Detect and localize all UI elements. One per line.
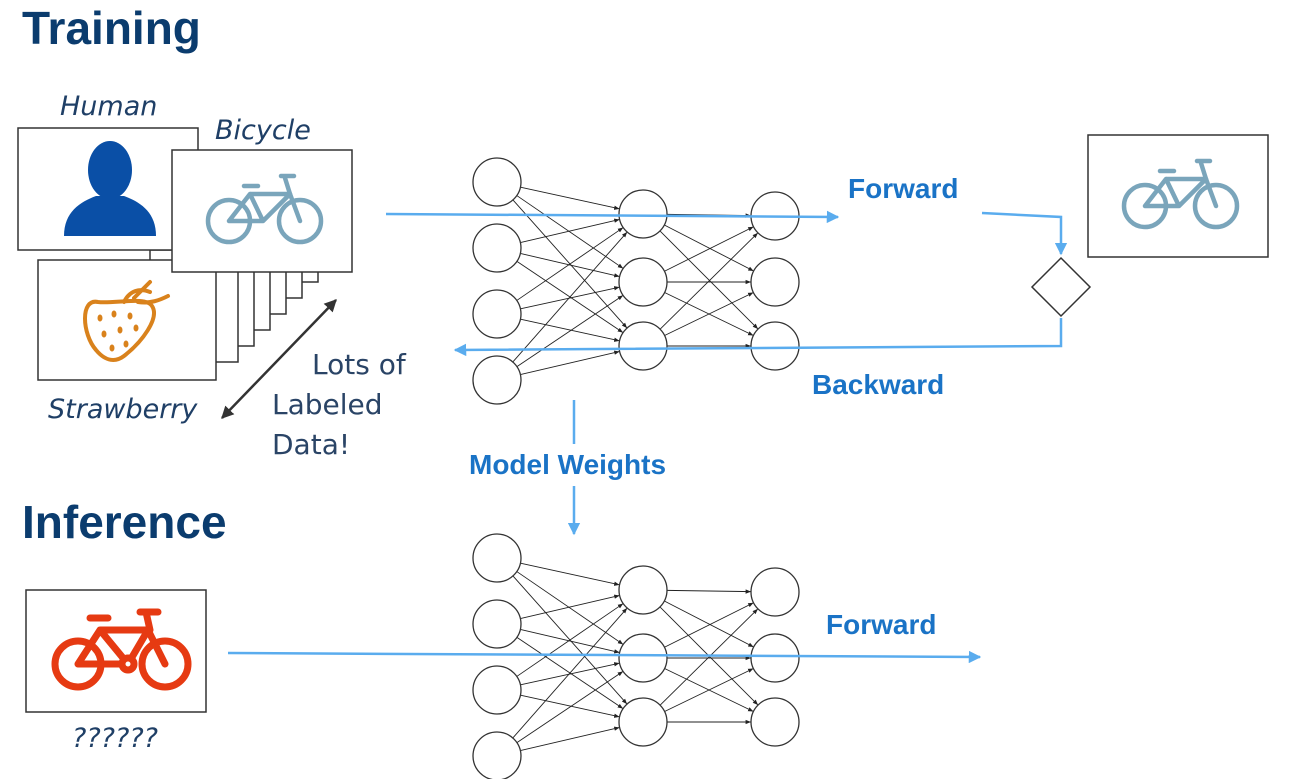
training-backward-label: Backward — [812, 369, 944, 400]
output-card — [1087, 134, 1269, 258]
network-edge — [664, 224, 754, 272]
network-edge — [520, 594, 620, 619]
network-edge — [520, 629, 620, 654]
person-silhouette-icon — [64, 141, 156, 236]
data-note-line-1: Lots of — [312, 348, 407, 381]
network-node — [472, 289, 522, 339]
network-edge — [520, 253, 620, 278]
training-title: Training — [22, 2, 201, 54]
network-node — [618, 189, 668, 239]
inference-unknown-caption: ?????? — [72, 723, 158, 754]
network-edge — [659, 230, 759, 330]
network-edge — [516, 227, 624, 301]
training-forward-arrow — [385, 210, 840, 224]
network-node — [750, 257, 800, 307]
network-edge — [664, 668, 754, 712]
network-edge — [520, 318, 620, 342]
network-edge — [664, 600, 754, 648]
network-edge — [512, 231, 628, 363]
bicycle-card — [171, 149, 353, 273]
strawberry-icon — [83, 280, 170, 362]
network-node — [472, 665, 522, 715]
caption-strawberry: Strawberry — [48, 394, 198, 425]
bicycle-icon — [205, 173, 324, 245]
network-edge — [516, 295, 624, 367]
network-node — [472, 533, 522, 583]
network-node — [472, 731, 522, 779]
network-node — [750, 321, 800, 371]
network-node — [472, 355, 522, 405]
diamond-compare-icon — [1030, 256, 1092, 318]
network-edge — [520, 286, 620, 310]
network-edge — [516, 603, 624, 677]
network-node — [750, 697, 800, 747]
training-backward-arrow — [453, 318, 1063, 357]
network-edge — [659, 608, 759, 706]
network-edge — [666, 589, 752, 594]
network-edge — [664, 226, 754, 272]
output-to-compare-arrow — [981, 211, 1068, 256]
network-edge — [520, 562, 620, 586]
red-bicycle-icon — [51, 608, 192, 691]
caption-bicycle: Bicycle — [215, 115, 311, 146]
network-edge — [520, 694, 620, 718]
network-edge — [664, 602, 754, 648]
network-edge — [520, 726, 620, 751]
network-edge — [520, 350, 620, 375]
output-bicycle-icon — [1121, 158, 1240, 230]
inference-forward-label: Forward — [826, 609, 936, 640]
network-edge — [520, 662, 620, 686]
network-edge — [520, 218, 620, 243]
data-note-line-3: Data! — [272, 428, 350, 461]
network-node — [618, 321, 668, 371]
network-edge — [659, 232, 759, 330]
inference-network — [472, 533, 800, 779]
data-volume-arrow — [221, 299, 337, 419]
strawberry-card — [37, 259, 217, 381]
network-node — [750, 567, 800, 617]
network-edge — [512, 607, 628, 739]
network-node — [750, 633, 800, 683]
network-edge — [520, 186, 620, 210]
caption-human: Human — [60, 91, 157, 122]
network-node — [618, 257, 668, 307]
training-image-stack — [17, 127, 353, 381]
inference-forward-arrow — [227, 650, 982, 664]
network-node — [472, 599, 522, 649]
network-node — [472, 223, 522, 273]
training-network — [472, 157, 800, 405]
model-weights-label: Model Weights — [469, 449, 666, 480]
network-node — [618, 633, 668, 683]
data-note-line-2: Labeled — [272, 388, 383, 421]
training-forward-label: Forward — [848, 173, 958, 204]
network-node — [618, 565, 668, 615]
network-edge — [516, 671, 624, 743]
inference-title: Inference — [22, 496, 227, 548]
network-node — [472, 157, 522, 207]
network-edge — [664, 292, 754, 336]
network-node — [618, 697, 668, 747]
